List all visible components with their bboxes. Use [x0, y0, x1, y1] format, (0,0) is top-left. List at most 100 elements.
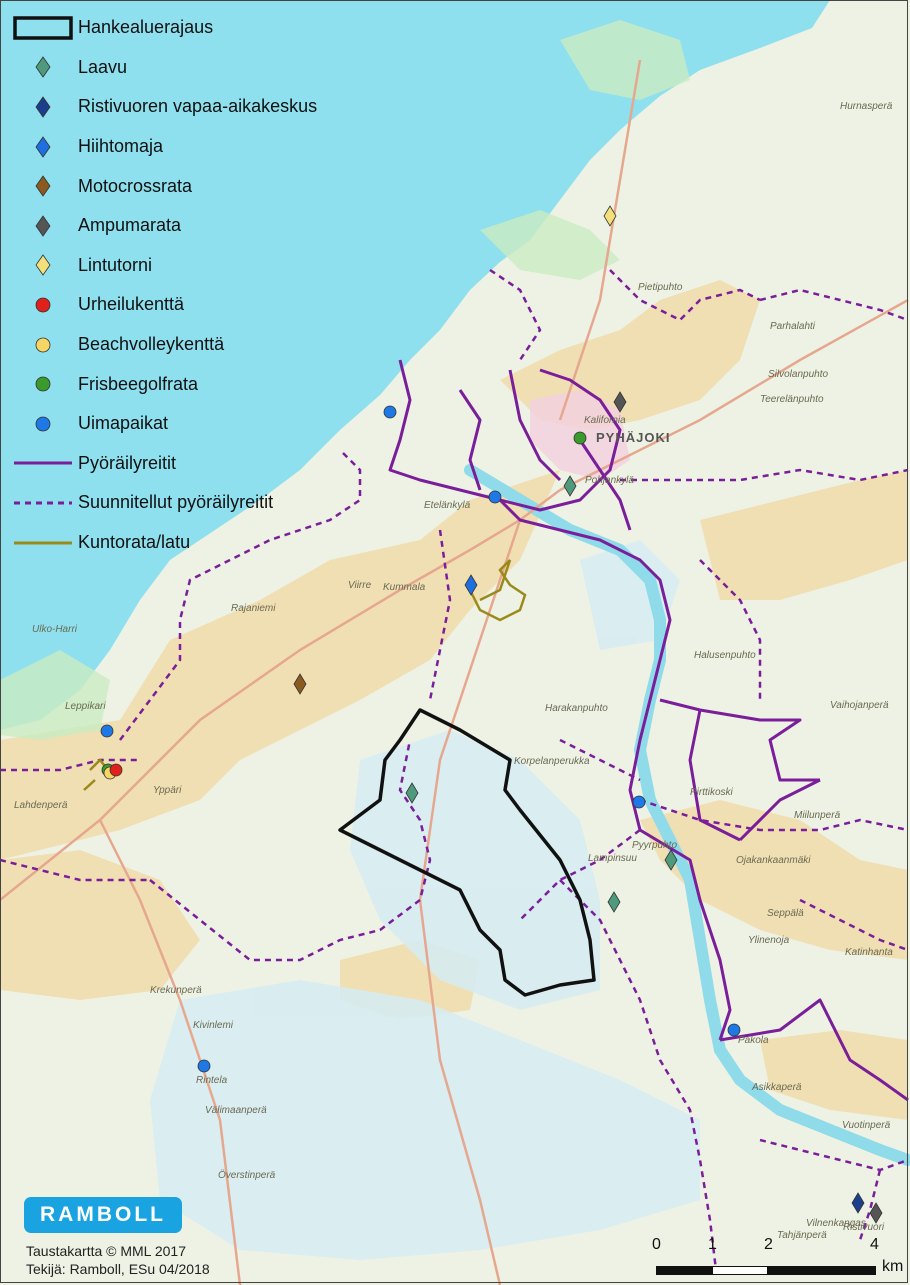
place-label: Rajaniemi: [231, 603, 276, 614]
place-label: Teerelänpuhto: [760, 394, 824, 405]
sea-area: [0, 0, 830, 730]
place-label: Vuotinperä: [842, 1120, 891, 1131]
legend-label: Beachvolleykenttä: [78, 334, 225, 355]
place-label: Pirttikoski: [690, 787, 733, 798]
circle-icon: [8, 371, 78, 397]
place-label: Silvolanpuhto: [768, 369, 829, 380]
legend-item: Ristivuoren vapaa-aikakeskus: [8, 87, 338, 127]
diamond-icon: [8, 54, 78, 80]
map-credits: Taustakartta © MML 2017 Tekijä: Ramboll,…: [26, 1242, 210, 1278]
legend-item: Urheilukenttä: [8, 285, 338, 325]
scale-label-2: 2: [764, 1236, 773, 1253]
legend-label: Pyöräilyreitit: [78, 452, 177, 473]
hiihtomaja-marker: [464, 574, 478, 596]
legend-item: Motocrossrata: [8, 166, 338, 206]
uimapaikka-marker: [383, 405, 397, 419]
legend-item: Kuntorata/latu: [8, 523, 338, 563]
place-label: Kummala: [383, 582, 426, 593]
motocross-marker: [293, 673, 307, 695]
place-label: Tahjänperä: [777, 1230, 827, 1241]
legend-label: Hiihtomaja: [78, 136, 164, 157]
legend-label: Ampumarata: [78, 215, 182, 236]
uimapaikka-marker: [488, 490, 502, 504]
place-label: Etelänkylä: [424, 500, 471, 511]
laavu-marker: [664, 849, 678, 871]
legend-item: Laavu: [8, 48, 338, 88]
place-label: Lahdenperä: [14, 800, 68, 811]
diamond-icon: [8, 252, 78, 278]
legend-item: Beachvolleykenttä: [8, 325, 338, 365]
place-label: Krekunperä: [150, 985, 202, 996]
uimapaikka-marker: [197, 1059, 211, 1073]
scale-segment: [656, 1266, 712, 1275]
legend-label: Uimapaikat: [78, 413, 169, 434]
legend-label: Hankealuerajaus: [78, 17, 214, 38]
legend-item: Frisbeegolfrata: [8, 364, 338, 404]
scale-unit: km: [882, 1258, 904, 1275]
legend-item: Ampumarata: [8, 206, 338, 246]
circle-icon: [8, 332, 78, 358]
scale-segment: [768, 1266, 876, 1275]
dashed-line-icon: [8, 490, 78, 516]
place-label: Viirre: [348, 580, 372, 591]
laavu-marker: [405, 782, 419, 804]
legend-label: Ristivuoren vapaa-aikakeskus: [78, 96, 318, 117]
ristivuori-marker: [851, 1192, 865, 1214]
legend-item: Hiihtomaja: [8, 127, 338, 167]
diamond-icon: [8, 173, 78, 199]
uimapaikka-marker: [632, 795, 646, 809]
place-label: Vilnenkangas: [806, 1218, 866, 1229]
scale-label-4: 4: [870, 1236, 879, 1253]
ampumarata-marker: [869, 1202, 883, 1224]
place-label: Harakanpuhto: [545, 703, 608, 714]
cycling-routes: [388, 359, 909, 1102]
place-label: Halusenpuhto: [694, 650, 756, 661]
uimapaikka-marker: [100, 724, 114, 738]
diamond-icon: [8, 134, 78, 160]
scale-segment: [712, 1266, 768, 1275]
place-label: Pohjankylä: [585, 475, 634, 486]
uimapaikka-marker: [727, 1023, 741, 1037]
circle-icon: [8, 292, 78, 318]
place-label: Ristivuori: [843, 1222, 885, 1233]
lintutorni-marker: [603, 205, 617, 227]
legend-label: Kuntorata/latu: [78, 532, 191, 553]
diamond-icon: [8, 213, 78, 239]
place-label: Katinhanta: [845, 947, 893, 958]
boundary-icon: [8, 15, 78, 41]
place-label: Asikkaperä: [752, 1082, 802, 1093]
place-label: Yppäri: [153, 785, 182, 796]
credits-basemap: Taustakartta © MML 2017: [26, 1243, 186, 1259]
legend-item: Lintutorni: [8, 246, 338, 286]
legend-item: Pyöräilyreitit: [8, 444, 338, 484]
place-label: Parhalahti: [770, 321, 816, 332]
place-label: Ojakankaanmäki: [736, 855, 811, 866]
legend-label: Laavu: [78, 56, 128, 77]
urheilukentta-marker: [109, 763, 123, 777]
laavu-marker: [607, 891, 621, 913]
legend-label: Motocrossrata: [78, 175, 193, 196]
legend-item: Hankealuerajaus: [8, 8, 338, 48]
place-label: Rintela: [196, 1075, 228, 1086]
planned-cycling-routes: [0, 268, 909, 1271]
green-areas: [0, 20, 690, 740]
place-label: Kivinlemi: [193, 1020, 234, 1031]
place-label: Vaihojanperä: [830, 700, 889, 711]
place-label: Lampinsuu: [588, 853, 637, 864]
place-label: Pyyrpuhto: [632, 840, 678, 851]
frisbeegolf-marker: [573, 431, 587, 445]
credits-author: Tekijä: Ramboll, ESu 04/2018: [26, 1261, 210, 1277]
place-label: Pietipuhto: [638, 282, 683, 293]
place-label: Ulko-Harri: [32, 624, 77, 635]
place-label: Ylinenoja: [748, 935, 790, 946]
laavu-marker: [563, 475, 577, 497]
place-label: Hurnasperä: [840, 101, 893, 112]
diamond-icon: [8, 94, 78, 120]
place-label: Välimaanperä: [205, 1105, 267, 1116]
poi-markers: [100, 205, 883, 1224]
place-label: Miilunperä: [794, 810, 841, 821]
solid-line-icon: [8, 530, 78, 556]
ramboll-logo: RAMBOLL: [24, 1197, 182, 1233]
